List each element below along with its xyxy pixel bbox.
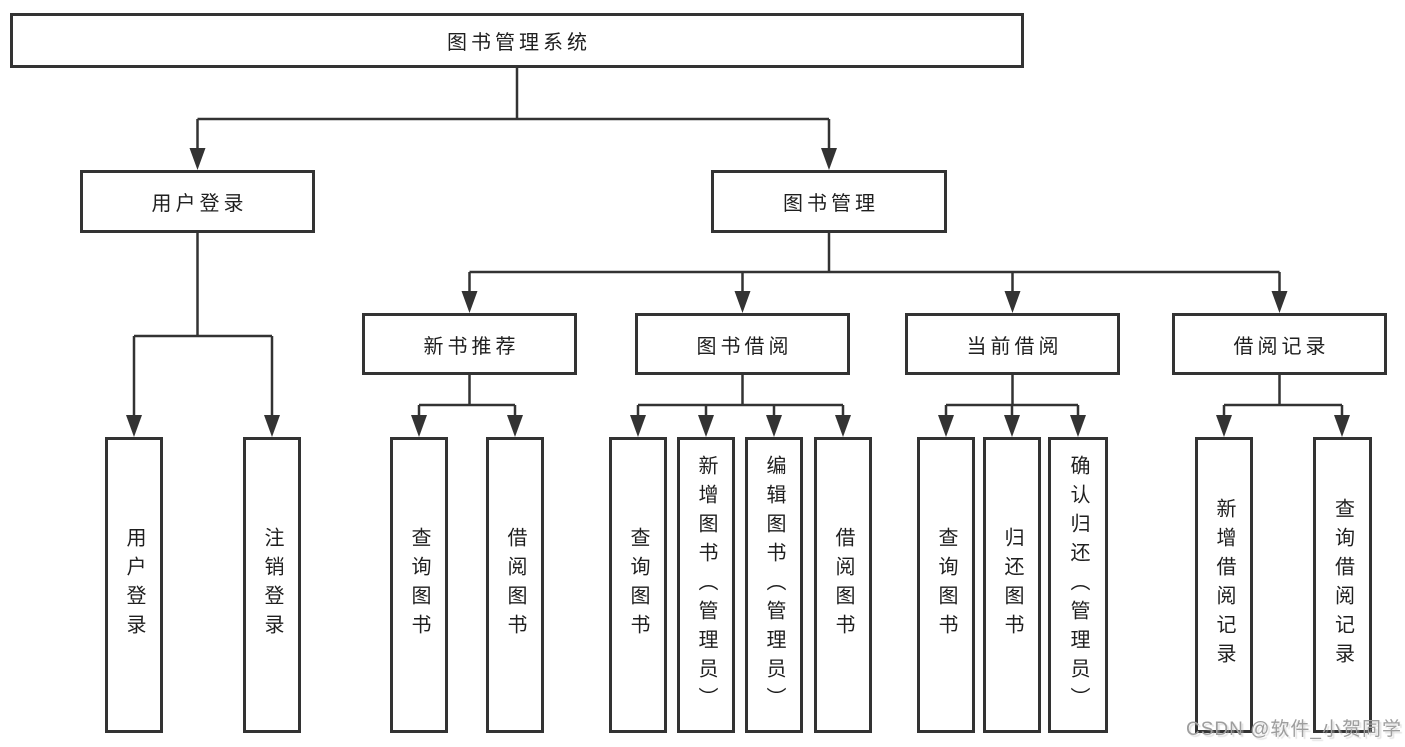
node-book-borrowing: 图书借阅 [635, 313, 850, 375]
node-label: 图书管理 [783, 193, 879, 215]
leaf-query-books-current: 查询图书 [917, 437, 975, 733]
node-label: 查询图书 [935, 527, 957, 643]
node-label: 当前借阅 [966, 335, 1063, 358]
leaf-query-books-recommend: 查询图书 [390, 437, 448, 733]
node-label: 查询图书 [627, 527, 649, 643]
node-new-book-recommend: 新书推荐 [362, 313, 577, 375]
leaf-query-books-borrowing: 查询图书 [609, 437, 667, 733]
node-label: 借阅记录 [1233, 335, 1330, 358]
node-label: 查询借阅记录 [1331, 498, 1354, 672]
leaf-query-borrow-record: 查询借阅记录 [1313, 437, 1372, 733]
node-current-borrowing: 当前借阅 [905, 313, 1120, 375]
leaf-borrow-books-borrowing: 借阅图书 [814, 437, 872, 733]
leaf-add-book-admin: 新增图书（管理员） [677, 437, 735, 733]
node-label: 图书管理系统 [447, 32, 591, 54]
node-label: 查询图书 [408, 527, 430, 643]
leaf-logout-login: 注销登录 [243, 437, 301, 733]
leaf-add-borrow-record: 新增借阅记录 [1195, 437, 1253, 733]
leaf-user-login: 用户登录 [105, 437, 163, 733]
node-label: 用户登录 [123, 527, 145, 643]
node-label: 新增图书（管理员） [695, 454, 717, 716]
leaf-confirm-return-admin: 确认归还（管理员） [1048, 437, 1108, 733]
node-label: 用户登录 [151, 193, 248, 215]
node-label: 新增借阅记录 [1213, 498, 1235, 672]
node-label: 借阅图书 [504, 527, 526, 643]
node-borrowing-records: 借阅记录 [1172, 313, 1387, 375]
csdn-watermark: CSDN @软件_小贺同学 [1186, 719, 1402, 740]
node-label: 注销登录 [261, 527, 283, 643]
node-library-management-system: 图书管理系统 [10, 13, 1024, 68]
node-label: 确认归还（管理员） [1067, 454, 1089, 716]
node-label: 图书借阅 [696, 335, 793, 358]
node-book-management: 图书管理 [711, 170, 947, 233]
node-user-login: 用户登录 [80, 170, 315, 233]
leaf-return-book: 归还图书 [983, 437, 1041, 733]
node-label: 借阅图书 [832, 527, 854, 643]
leaf-borrow-books-recommend: 借阅图书 [486, 437, 544, 733]
node-label: 归还图书 [1001, 527, 1023, 643]
node-label: 编辑图书（管理员） [763, 454, 785, 716]
node-label: 新书推荐 [423, 335, 520, 358]
leaf-edit-book-admin: 编辑图书（管理员） [745, 437, 803, 733]
